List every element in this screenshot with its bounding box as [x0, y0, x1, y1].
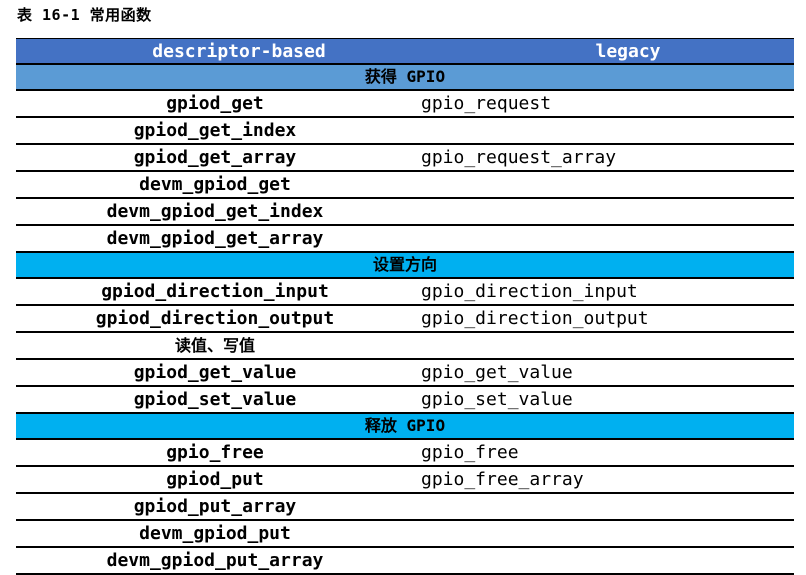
legacy-cell: gpio_direction_output	[421, 307, 649, 329]
table-row: gpiod_get gpio_request	[16, 91, 794, 118]
table-row: gpio_free gpio_free	[16, 440, 794, 467]
table-row: devm_gpiod_get	[16, 172, 794, 199]
legacy-cell	[414, 548, 794, 573]
legacy-cell: gpio_request_array	[421, 146, 617, 168]
legacy-cell	[414, 226, 794, 251]
descriptor-cell: gpiod_direction_output	[95, 307, 335, 329]
legacy-cell	[414, 118, 794, 143]
legacy-cell: gpio_direction_input	[421, 280, 638, 302]
descriptor-cell: devm_gpiod_put	[139, 522, 291, 544]
section-title: 设置方向	[372, 255, 437, 274]
table-row: gpiod_put gpio_free_array	[16, 467, 794, 494]
table-header-row: descriptor-based legacy	[16, 39, 794, 65]
legacy-cell	[414, 199, 794, 224]
section-title: 获得 GPIO	[364, 67, 446, 86]
descriptor-cell: gpiod_put	[166, 468, 264, 490]
table-row: gpiod_get_index	[16, 118, 794, 145]
descriptor-cell: gpiod_direction_input	[101, 280, 329, 302]
table-row: gpiod_direction_output gpio_direction_out…	[16, 306, 794, 333]
legacy-cell: gpio_set_value	[421, 388, 573, 410]
descriptor-cell: gpiod_get	[166, 92, 264, 114]
descriptor-cell: devm_gpiod_get	[139, 173, 291, 195]
table-row: gpiod_put_array	[16, 494, 794, 521]
legacy-cell: gpio_get_value	[421, 361, 573, 383]
column-header-legacy: legacy	[595, 40, 661, 62]
table-row: devm_gpiod_get_array	[16, 226, 794, 253]
table-row: gpiod_get_array gpio_request_array	[16, 145, 794, 172]
subsection-row: 读值、写值	[16, 333, 794, 360]
table-row: gpiod_get_value gpio_get_value	[16, 360, 794, 387]
section-header-row: 设置方向	[16, 253, 794, 279]
section-title: 释放 GPIO	[364, 416, 446, 435]
table-row: devm_gpiod_get_index	[16, 199, 794, 226]
legacy-cell: gpio_free	[421, 441, 519, 463]
table-body: 获得 GPIO gpiod_get gpio_request gpiod_get_in…	[16, 65, 794, 575]
legacy-cell: gpio_free_array	[421, 468, 584, 490]
table-row: devm_gpiod_put	[16, 521, 794, 548]
descriptor-cell: devm_gpiod_put_array	[106, 549, 324, 571]
gpio-functions-table: descriptor-based legacy 获得 GPIO gpiod_get…	[16, 38, 794, 575]
legacy-cell	[414, 333, 794, 358]
legacy-cell	[414, 172, 794, 197]
descriptor-cell: 读值、写值	[174, 335, 255, 355]
column-header-descriptor-based: descriptor-based	[152, 40, 326, 62]
legacy-cell	[414, 494, 794, 519]
descriptor-cell: gpiod_get_index	[133, 119, 297, 141]
descriptor-cell: devm_gpiod_get_index	[106, 200, 324, 222]
section-header-row: 获得 GPIO	[16, 65, 794, 91]
descriptor-cell: gpiod_get_value	[133, 361, 297, 383]
legacy-cell	[414, 521, 794, 546]
legacy-cell: gpio_request	[421, 92, 552, 114]
descriptor-cell: gpiod_get_array	[133, 146, 297, 168]
descriptor-cell: devm_gpiod_get_array	[106, 227, 324, 249]
table-caption: 表 16-1 常用函数	[17, 6, 152, 24]
table-row: gpiod_direction_input gpio_direction_inpu…	[16, 279, 794, 306]
descriptor-cell: gpiod_set_value	[133, 388, 297, 410]
descriptor-cell: gpio_free	[166, 441, 264, 463]
table-row: devm_gpiod_put_array	[16, 548, 794, 575]
section-header-row: 释放 GPIO	[16, 414, 794, 440]
table-row: gpiod_set_value gpio_set_value	[16, 387, 794, 414]
descriptor-cell: gpiod_put_array	[133, 495, 297, 517]
